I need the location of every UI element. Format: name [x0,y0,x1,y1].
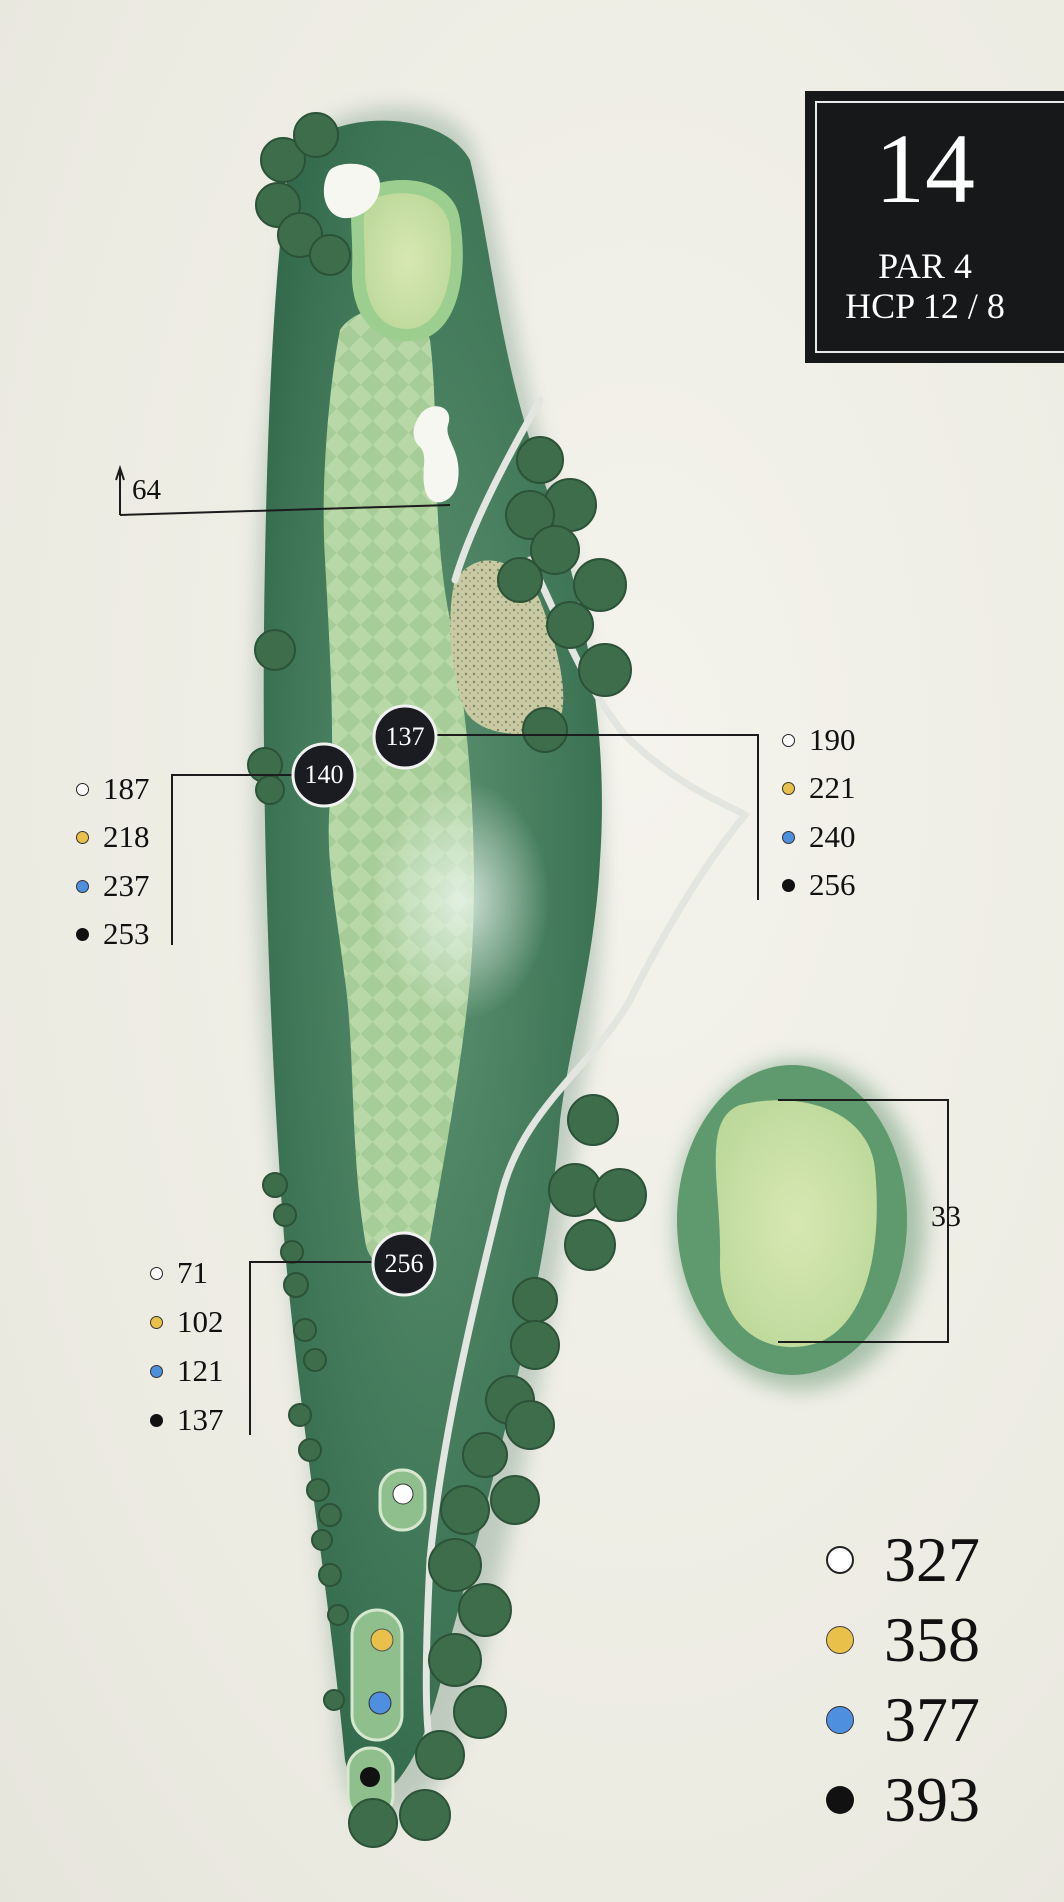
hazard-carry-label: 64 [132,474,161,506]
putting-green [363,193,452,329]
hole-number: 14 [875,113,975,224]
yardage-row-gold: 102 [150,1305,224,1339]
gold-tee-dot-icon [826,1626,854,1654]
yardage-row-black: 137 [150,1403,224,1437]
white-tee-dot-icon [76,782,89,796]
blue-tee-dot-icon [782,830,795,844]
blue-tee-dot-icon [76,879,89,893]
inset-green [715,1100,877,1348]
marker-256-label: 256 [384,1249,424,1278]
fairway-glow [370,780,550,1020]
marker-137-label: 137 [385,722,425,751]
hole-par: PAR 4 [878,246,972,286]
total-blue: 377 [826,1687,980,1753]
marker-256-circle [371,1231,437,1297]
gold-blue-tee-box [350,1608,404,1742]
white-tee-marker [392,1483,414,1505]
callout-lines [115,464,949,1435]
black-tee-dot-icon [782,878,795,892]
gold-tee-dot-icon [782,781,795,795]
black-tee-dot-icon [826,1786,854,1814]
white-tee-dot-icon [826,1546,854,1574]
gold-tee-marker [370,1628,394,1652]
total-white: 327 [826,1527,980,1593]
fairway-bunker [413,406,459,503]
yardage-row-gold: 218 [76,820,150,854]
blue-tee-dot-icon [150,1364,163,1378]
blue-tee-dot-icon [826,1706,854,1734]
hazard-arrow [115,464,125,515]
marker-140-circle [291,742,357,808]
black-tee-dot-icon [150,1413,163,1427]
hole-info-border [815,101,1064,353]
upper-right-line [400,734,759,900]
white-tee-dot-icon [782,733,795,747]
yardage-row-black: 256 [782,868,856,902]
green-depth-label: 33 [931,1200,961,1233]
yardage-row-blue: 121 [150,1354,224,1388]
yardage-row-black: 253 [76,917,150,951]
hole-handicap: HCP 12 / 8 [845,286,1005,326]
upper-left-line [171,774,300,945]
green-depth-line [778,1099,949,1343]
total-gold: 358 [826,1607,980,1673]
yardage-row-blue: 240 [782,820,856,854]
blue-tee-marker [368,1691,392,1715]
total-black: 393 [826,1767,980,1833]
lower-left-line [249,1261,400,1435]
yardage-row-gold: 221 [782,771,856,805]
hole-info-box: 14 PAR 4 HCP 12 / 8 [805,91,1064,363]
fairway [323,308,474,1270]
yardage-row-white: 187 [76,772,150,806]
gold-tee-dot-icon [76,830,89,844]
yardage-row-white: 71 [150,1256,208,1290]
black-tee-dot-icon [76,927,89,941]
black-tee-marker [360,1767,380,1787]
hazard-line [119,504,451,516]
white-tee-dot-icon [150,1266,163,1280]
marker-137-circle [372,704,438,770]
greenside-bunker [323,163,380,219]
yardage-row-blue: 237 [76,869,150,903]
waste-area [450,560,564,734]
gold-tee-dot-icon [150,1315,163,1329]
marker-140-label: 140 [304,760,344,789]
yardage-row-white: 190 [782,723,856,757]
trees [247,112,647,1848]
